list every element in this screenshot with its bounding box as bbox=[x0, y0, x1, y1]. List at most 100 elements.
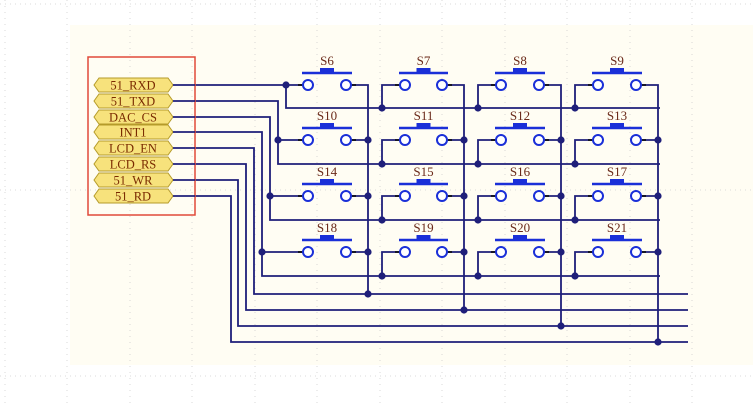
junction-dot bbox=[557, 322, 565, 330]
junction-dot bbox=[654, 338, 662, 346]
port-label: INT1 bbox=[119, 126, 146, 140]
port-51-rd: 51_RD bbox=[93, 188, 195, 204]
row-bus-4 bbox=[261, 252, 660, 277]
junction-dot bbox=[378, 104, 386, 112]
junction-dot bbox=[364, 290, 372, 298]
push-button-switch: S14 bbox=[298, 164, 356, 202]
switch-pin bbox=[495, 79, 507, 91]
push-button-switch: S12 bbox=[491, 108, 549, 146]
switch-pin bbox=[399, 246, 411, 258]
switch-pin bbox=[495, 246, 507, 258]
switch-button bbox=[416, 123, 431, 128]
wire-row-4 bbox=[195, 131, 308, 253]
junction-dot bbox=[258, 248, 266, 256]
push-button-switch: S19 bbox=[395, 220, 452, 258]
switch-button bbox=[416, 179, 431, 184]
switch-pin bbox=[399, 190, 411, 202]
junction-dot bbox=[557, 192, 565, 200]
switch-label: S6 bbox=[320, 53, 334, 68]
junctions bbox=[258, 81, 662, 346]
switch-label: S8 bbox=[513, 53, 527, 68]
junction-dot bbox=[364, 248, 372, 256]
switch-label: S12 bbox=[510, 108, 530, 123]
switch-pin bbox=[340, 134, 352, 146]
switch-pin bbox=[436, 190, 448, 202]
junction-dot bbox=[571, 216, 579, 224]
junction-dot bbox=[274, 136, 282, 144]
port-int1: INT1 bbox=[93, 124, 195, 140]
junction-dot bbox=[282, 81, 290, 89]
junction-dot bbox=[474, 216, 482, 224]
junction-dot bbox=[571, 272, 579, 280]
push-button-switch: S16 bbox=[491, 164, 549, 202]
junction-dot bbox=[571, 104, 579, 112]
switch-pin bbox=[533, 134, 545, 146]
port-label: LCD_RS bbox=[110, 158, 157, 172]
row-bus-1 bbox=[285, 85, 660, 109]
switch-button bbox=[320, 68, 334, 73]
switch-pin bbox=[399, 134, 411, 146]
switch-label: S17 bbox=[607, 164, 628, 179]
push-button-switch: S13 bbox=[588, 108, 646, 146]
junction-dot bbox=[474, 160, 482, 168]
push-button-switch: S11 bbox=[395, 108, 452, 146]
switch-button bbox=[513, 179, 527, 184]
port-51-rxd: 51_RXD bbox=[93, 77, 195, 93]
port-lcd-rs: LCD_RS bbox=[93, 156, 195, 172]
port-label: LCD_EN bbox=[109, 142, 157, 156]
junction-dot bbox=[654, 248, 662, 256]
switch-pin bbox=[340, 246, 352, 258]
junction-dot bbox=[378, 160, 386, 168]
switch-button bbox=[416, 68, 431, 73]
port-label: DAC_CS bbox=[109, 111, 157, 125]
junction-dot bbox=[557, 248, 565, 256]
push-button-switch: S17 bbox=[588, 164, 646, 202]
junction-dot bbox=[557, 136, 565, 144]
switch-pin bbox=[533, 246, 545, 258]
junction-dot bbox=[654, 136, 662, 144]
junction-dot bbox=[364, 192, 372, 200]
switch-pin bbox=[495, 190, 507, 202]
junction-dot bbox=[654, 192, 662, 200]
switch-label: S7 bbox=[417, 53, 431, 68]
switch-pin bbox=[592, 246, 604, 258]
row-bus-3 bbox=[269, 196, 660, 221]
junction-dot bbox=[571, 160, 579, 168]
switch-button bbox=[320, 235, 334, 240]
switch-pin bbox=[630, 79, 642, 91]
push-button-switch: S10 bbox=[298, 108, 356, 146]
junction-dot bbox=[460, 248, 468, 256]
junction-dot bbox=[474, 272, 482, 280]
switch-button bbox=[513, 123, 527, 128]
port-label: 51_RXD bbox=[110, 79, 155, 93]
switch-button bbox=[320, 179, 334, 184]
push-button-switch: S20 bbox=[491, 220, 549, 258]
switch-pin bbox=[436, 246, 448, 258]
switch-pin bbox=[436, 79, 448, 91]
switch-label: S16 bbox=[510, 164, 531, 179]
port-51-txd: 51_TXD bbox=[93, 93, 195, 109]
switch-pin bbox=[399, 79, 411, 91]
port-frame bbox=[87, 56, 196, 216]
switch-pin bbox=[436, 134, 448, 146]
wire-row-2 bbox=[195, 100, 308, 141]
switch-button bbox=[416, 235, 431, 240]
switch-button bbox=[513, 68, 527, 73]
switch-button bbox=[610, 68, 624, 73]
switch-pin bbox=[592, 134, 604, 146]
switch-button bbox=[610, 179, 624, 184]
switch-pin bbox=[340, 190, 352, 202]
switch-label: S21 bbox=[607, 220, 627, 235]
wire-col-1 bbox=[195, 147, 688, 295]
switch-pin bbox=[495, 134, 507, 146]
port-label: 51_WR bbox=[114, 174, 154, 188]
push-button-switch: S8 bbox=[491, 53, 549, 91]
switch-pin bbox=[302, 246, 314, 258]
switch-pin bbox=[533, 190, 545, 202]
switch-button bbox=[320, 123, 334, 128]
switch-label: S19 bbox=[413, 220, 433, 235]
switch-label: S20 bbox=[510, 220, 530, 235]
